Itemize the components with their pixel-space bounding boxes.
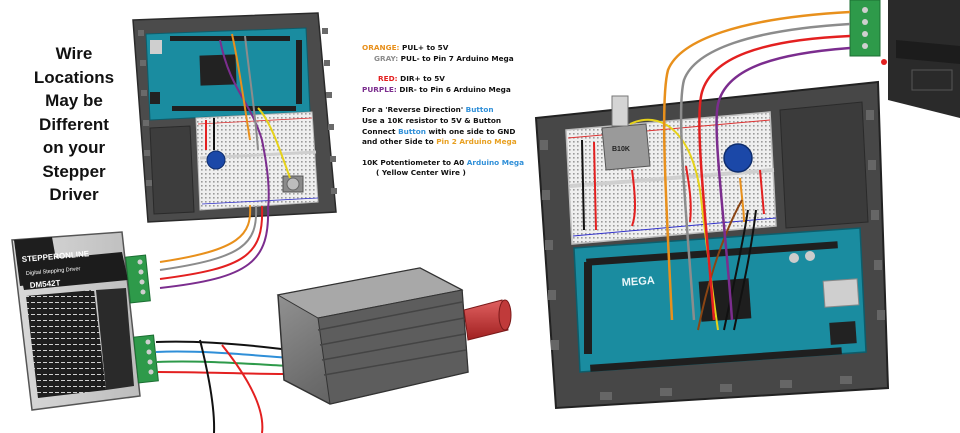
orange-label: ORANGE:	[362, 43, 400, 52]
control-cables	[159, 204, 270, 289]
gray-label: GRAY:	[374, 53, 399, 63]
button-text-4a: and other Side to	[362, 137, 437, 147]
button-text-1: For a 'Reverse Direction'	[362, 105, 466, 115]
warning-line: Wire	[55, 44, 93, 63]
purple-label: PURPLE:	[362, 84, 397, 94]
small-enclosure	[132, 12, 337, 223]
note-gray: GRAY: PUL- to Pin 7 Arduino Mega	[362, 54, 562, 65]
small-potentiometer	[282, 175, 304, 193]
right-control-cables	[662, 10, 851, 321]
warning-line: Different	[39, 114, 109, 134]
pin2-text: Pin 2 Arduino Mega	[436, 137, 517, 147]
red-label: RED:	[378, 74, 398, 84]
warning-line: Locations	[33, 67, 115, 87]
button-text-3a: Connect	[362, 126, 399, 136]
warning-line: May be	[45, 91, 103, 110]
warning-line: on your	[42, 138, 106, 157]
board-label: MEGA	[621, 275, 655, 289]
button-word-2: Button	[398, 126, 427, 136]
note-red: RED: DIR+ to 5V	[362, 74, 562, 85]
pot-text: 10K Potentiometer to A0	[362, 157, 467, 167]
gray-text: PUL- to Pin 7 Arduino Mega	[398, 53, 514, 63]
button-text-3c: with one side to GND	[426, 126, 516, 136]
large-enclosure: MEGA B10K	[534, 80, 890, 410]
note-pot-wire: ( Yellow Center Wire )	[376, 168, 466, 178]
stepper-driver: STEPPERONLINE Digital Stepping Driver DM…	[11, 231, 159, 411]
note-button-1: For a 'Reverse Direction' Button	[362, 105, 562, 116]
driver-model: DM542T	[29, 278, 60, 290]
wire-location-warning: Wire Locations May be Different on your …	[20, 42, 128, 207]
note-purple: PURPLE: DIR- to Pin 6 Arduino Mega	[362, 85, 562, 96]
driver-top-right	[849, 0, 960, 118]
driver-subtitle: Digital Stepping Driver	[26, 266, 81, 277]
pot-label: B10K	[612, 146, 630, 153]
warning-line: Driver	[49, 185, 99, 204]
stepper-motor	[276, 267, 512, 405]
wiring-notes: ORANGE: PUL+ to 5V GRAY: PUL- to Pin 7 A…	[362, 43, 562, 179]
note-button-4: and other Side to Pin 2 Arduino Mega	[362, 137, 562, 148]
orange-text: PUL+ to 5V	[399, 43, 449, 52]
note-orange: ORANGE: PUL+ to 5V	[362, 43, 562, 54]
note-pot: 10K Potentiometer to A0 Arduino Mega	[362, 158, 562, 169]
motor-cables	[155, 339, 291, 433]
button-word-1: Button	[465, 105, 494, 115]
arduino-mega-text: Arduino Mega	[466, 157, 525, 167]
red-text: DIR+ to 5V	[397, 74, 445, 84]
note-button-3: Connect Button with one side to GND	[362, 127, 562, 138]
large-potentiometer: B10K	[601, 95, 651, 171]
warning-line: Stepper	[42, 161, 106, 181]
purple-text: DIR- to Pin 6 Arduino Mega	[396, 84, 511, 94]
note-button-2: Use a 10K resistor to 5V & Button	[362, 115, 502, 125]
